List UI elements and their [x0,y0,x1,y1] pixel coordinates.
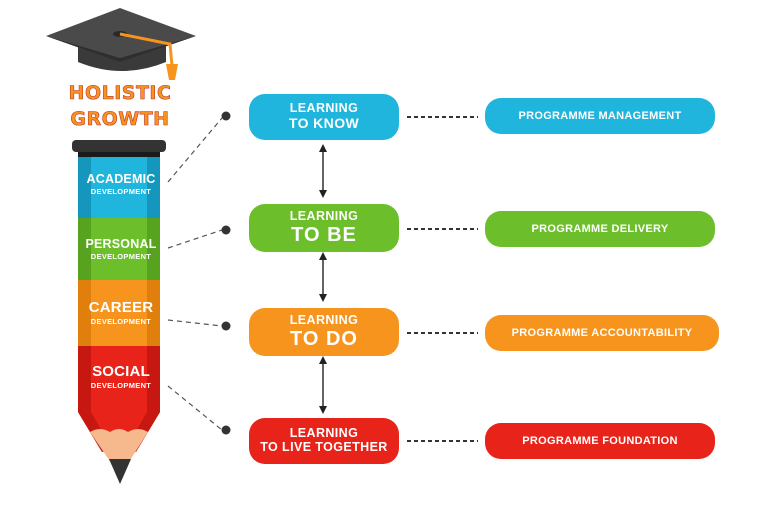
pillar-line-1: LEARNING [289,426,359,441]
segment-title: PERSONAL [85,237,157,251]
pencil-label-academic: ACADEMIC DEVELOPMENT [76,172,166,197]
pencil-body [78,157,160,412]
pencil-tip [78,412,160,484]
segment-connectors [167,117,223,431]
segment-subtitle: DEVELOPMENT [90,187,152,197]
pillar-learning-to-do: LEARNING TO DO [249,308,399,356]
programme-accountability: PROGRAMME ACCOUNTABILITY [485,315,719,351]
pillar-line-2: TO LIVE TOGETHER [260,440,388,454]
graduation-cap-icon [46,8,196,80]
programme-delivery: PROGRAMME DELIVERY [485,211,715,247]
programme-management: PROGRAMME MANAGEMENT [485,98,715,134]
programme-foundation: PROGRAMME FOUNDATION [485,423,715,459]
pillar-learning-to-live-together: LEARNING TO LIVE TOGETHER [249,418,399,464]
segment-subtitle: DEVELOPMENT [90,380,152,390]
double-arrows [319,144,327,414]
pillar-line-2: TO DO [290,327,358,350]
segment-title: CAREER [88,299,154,316]
pillar-learning-to-be: LEARNING TO BE [249,204,399,252]
pencil-label-social: SOCIAL DEVELOPMENT [76,364,166,390]
pencil-label-personal: PERSONAL DEVELOPMENT [76,237,166,262]
pillar-learning-to-know: LEARNING TO KNOW [249,94,399,140]
pencil-cap [72,140,166,152]
title-line-1: HOLISTIC [68,82,172,105]
pencil-label-career: CAREER DEVELOPMENT [76,300,166,326]
title-line-2: GROWTH [70,108,170,131]
pillar-line-2: TO KNOW [288,115,360,132]
segment-subtitle: DEVELOPMENT [90,316,152,326]
pencil-segment-social [78,346,160,412]
segment-title: ACADEMIC [86,172,156,186]
connector-dots [221,111,231,435]
pillar-line-1: LEARNING [289,209,359,224]
pillar-line-1: LEARNING [289,313,359,328]
pencil-segment-career [78,280,160,346]
segment-title: SOCIAL [92,363,150,380]
pencil-segment-academic [78,157,160,218]
pillar-line-2: TO BE [291,223,357,246]
programme-connectors [407,116,478,442]
pillar-line-1: LEARNING [289,101,359,116]
pencil-segment-personal [78,218,160,280]
segment-subtitle: DEVELOPMENT [90,252,152,262]
